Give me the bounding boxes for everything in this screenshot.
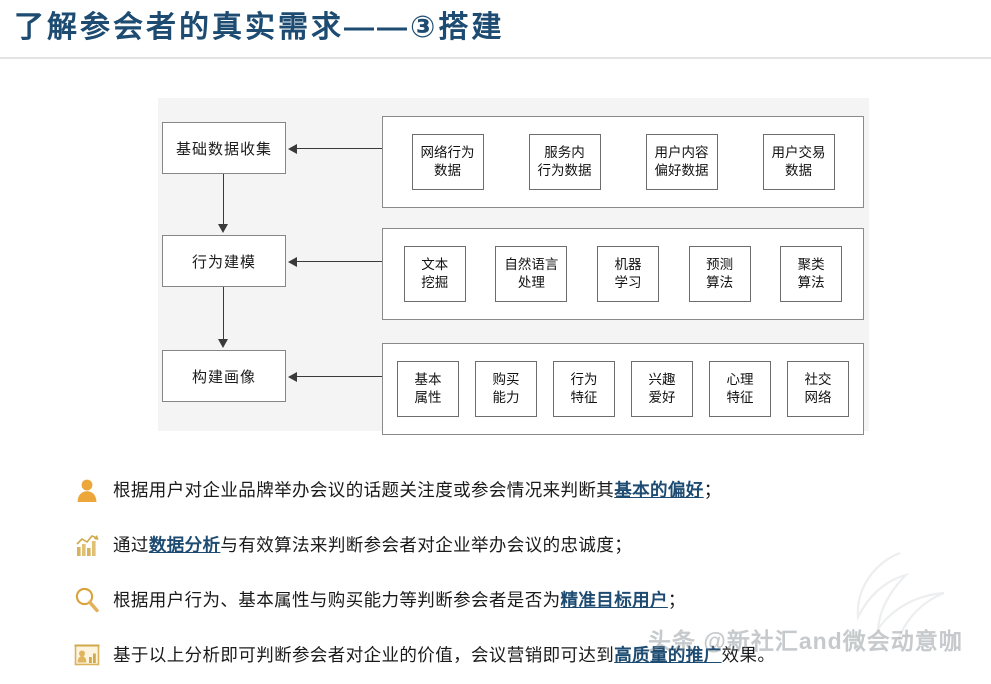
- title-divider: [0, 57, 991, 59]
- list-item: 通过数据分析与有效算法来判断参会者对企业举办会议的忠诚度；: [70, 517, 970, 572]
- arrowhead-left-3: [288, 372, 297, 382]
- bullet-text-post: ；: [703, 480, 722, 500]
- bullet-text-pre: 根据用户行为、基本属性与购买能力等判断参会者是否为: [113, 590, 561, 610]
- leaf-line-2: 数据: [434, 163, 461, 178]
- leaf-line-1: 社交: [804, 372, 832, 387]
- list-item: 基于以上分析即可判断参会者对企业的价值，会议营销即可达到高质量的推广效果。: [70, 627, 970, 682]
- leaf-line-2: 数据: [785, 163, 812, 178]
- group-panel-persona-attributes: 基本 属性 购买 能力 行为 特征 兴趣 爱好 心理 特征 社交 网络: [382, 343, 864, 435]
- process-diagram: 基础数据收集 行为建模 构建画像 网络行为 数据 服务内 行为数据 用户内容 偏…: [158, 98, 869, 435]
- leaf-line-1: 兴趣: [648, 372, 676, 387]
- leaf-box: 自然语言 处理: [495, 246, 568, 302]
- bullet-highlight: 数据分析: [148, 535, 221, 555]
- arrowhead-left-1: [288, 144, 297, 154]
- leaf-line-1: 服务内: [544, 145, 585, 160]
- bullet-text: 基于以上分析即可判断参会者对企业的价值，会议营销即可达到高质量的推广效果。: [113, 642, 775, 667]
- bullet-text: 根据用户对企业品牌举办会议的话题关注度或参会情况来判断其基本的偏好；: [113, 477, 722, 502]
- leaf-box: 社交 网络: [787, 361, 849, 417]
- leaf-line-1: 机器: [614, 257, 642, 272]
- leaf-box: 聚类 算法: [780, 246, 843, 302]
- stage-box-persona-building: 构建画像: [162, 350, 286, 402]
- leaf-box: 购买 能力: [475, 361, 537, 417]
- stage-box-behavior-modeling: 行为建模: [162, 235, 286, 287]
- bullet-text-post: ；: [667, 590, 686, 610]
- group-panel-behavior-modeling: 文本 挖掘 自然语言 处理 机器 学习 预测 算法 聚类 算法: [382, 228, 864, 320]
- leaf-line-2: 偏好数据: [654, 163, 709, 178]
- bullet-text-post: 与有效算法来判断参会者对企业举办会议的忠诚度；: [220, 535, 633, 555]
- leaf-box: 机器 学习: [596, 246, 659, 302]
- user-silhouette-icon: [70, 473, 104, 507]
- leaf-line-2: 特征: [570, 390, 598, 405]
- leaf-box: 网络行为 数据: [411, 134, 484, 190]
- presentation-chart-icon: [70, 638, 104, 672]
- leaf-line-2: 算法: [797, 275, 825, 290]
- bullet-text-pre: 通过: [113, 535, 149, 555]
- magnifier-icon: [70, 583, 104, 617]
- arrowhead-down-1: [218, 224, 228, 233]
- leaf-line-1: 文本: [421, 257, 449, 272]
- leaf-line-1: 基本: [414, 372, 442, 387]
- bullet-text: 根据用户行为、基本属性与购买能力等判断参会者是否为精准目标用户；: [113, 587, 686, 612]
- leaf-line-1: 网络行为: [420, 145, 475, 160]
- bullet-text-post: 效果。: [721, 645, 776, 665]
- stage-box-data-collection: 基础数据收集: [162, 122, 286, 174]
- bullet-text-pre: 基于以上分析即可判断参会者对企业的价值，会议营销即可达到: [113, 645, 615, 665]
- leaf-box: 行为 特征: [553, 361, 615, 417]
- leaf-box: 用户内容 偏好数据: [645, 134, 718, 190]
- leaf-box: 心理 特征: [709, 361, 771, 417]
- leaf-line-1: 预测: [706, 257, 734, 272]
- connector-horizontal-2: [294, 261, 382, 262]
- leaf-box: 预测 算法: [688, 246, 751, 302]
- connector-vertical-1: [223, 174, 224, 226]
- leaf-box: 兴趣 爱好: [631, 361, 693, 417]
- leaf-line-2: 属性: [414, 390, 442, 405]
- list-item: 根据用户行为、基本属性与购买能力等判断参会者是否为精准目标用户；: [70, 572, 970, 627]
- leaf-line-2: 算法: [706, 275, 734, 290]
- leaf-line-1: 用户交易: [771, 145, 826, 160]
- leaf-box: 基本 属性: [397, 361, 459, 417]
- leaf-line-1: 行为: [570, 372, 598, 387]
- bullet-highlight: 高质量的推广: [614, 645, 722, 665]
- arrowhead-down-2: [218, 339, 228, 348]
- bullet-highlight: 基本的偏好: [614, 480, 704, 500]
- leaf-line-2: 处理: [517, 275, 545, 290]
- leaf-line-1: 用户内容: [654, 145, 709, 160]
- bar-chart-icon: [70, 528, 104, 562]
- leaf-line-1: 聚类: [797, 257, 825, 272]
- leaf-line-2: 学习: [614, 275, 642, 290]
- leaf-box: 用户交易 数据: [762, 134, 835, 190]
- page-title: 了解参会者的真实需求——③搭建: [14, 11, 505, 44]
- list-item: 根据用户对企业品牌举办会议的话题关注度或参会情况来判断其基本的偏好；: [70, 462, 970, 517]
- bullet-text-pre: 根据用户对企业品牌举办会议的话题关注度或参会情况来判断其: [113, 480, 615, 500]
- leaf-box: 文本 挖掘: [403, 246, 466, 302]
- leaf-line-1: 心理: [726, 372, 754, 387]
- leaf-line-2: 网络: [804, 390, 832, 405]
- leaf-line-2: 行为数据: [537, 163, 592, 178]
- leaf-line-2: 能力: [492, 390, 520, 405]
- leaf-box: 服务内 行为数据: [528, 134, 601, 190]
- bullet-highlight: 精准目标用户: [560, 590, 668, 610]
- leaf-line-2: 爱好: [648, 390, 676, 405]
- leaf-line-1: 购买: [492, 372, 520, 387]
- leaf-line-2: 挖掘: [421, 275, 449, 290]
- connector-horizontal-1: [294, 148, 382, 149]
- leaf-line-1: 自然语言: [504, 257, 559, 272]
- bullet-text: 通过数据分析与有效算法来判断参会者对企业举办会议的忠诚度；: [113, 532, 632, 557]
- arrowhead-left-2: [288, 257, 297, 267]
- group-panel-data-collection: 网络行为 数据 服务内 行为数据 用户内容 偏好数据 用户交易 数据: [382, 116, 864, 208]
- bullet-list: 根据用户对企业品牌举办会议的话题关注度或参会情况来判断其基本的偏好； 通过数据分…: [70, 462, 970, 682]
- leaf-line-2: 特征: [726, 390, 754, 405]
- connector-horizontal-3: [294, 376, 382, 377]
- connector-vertical-2: [223, 287, 224, 341]
